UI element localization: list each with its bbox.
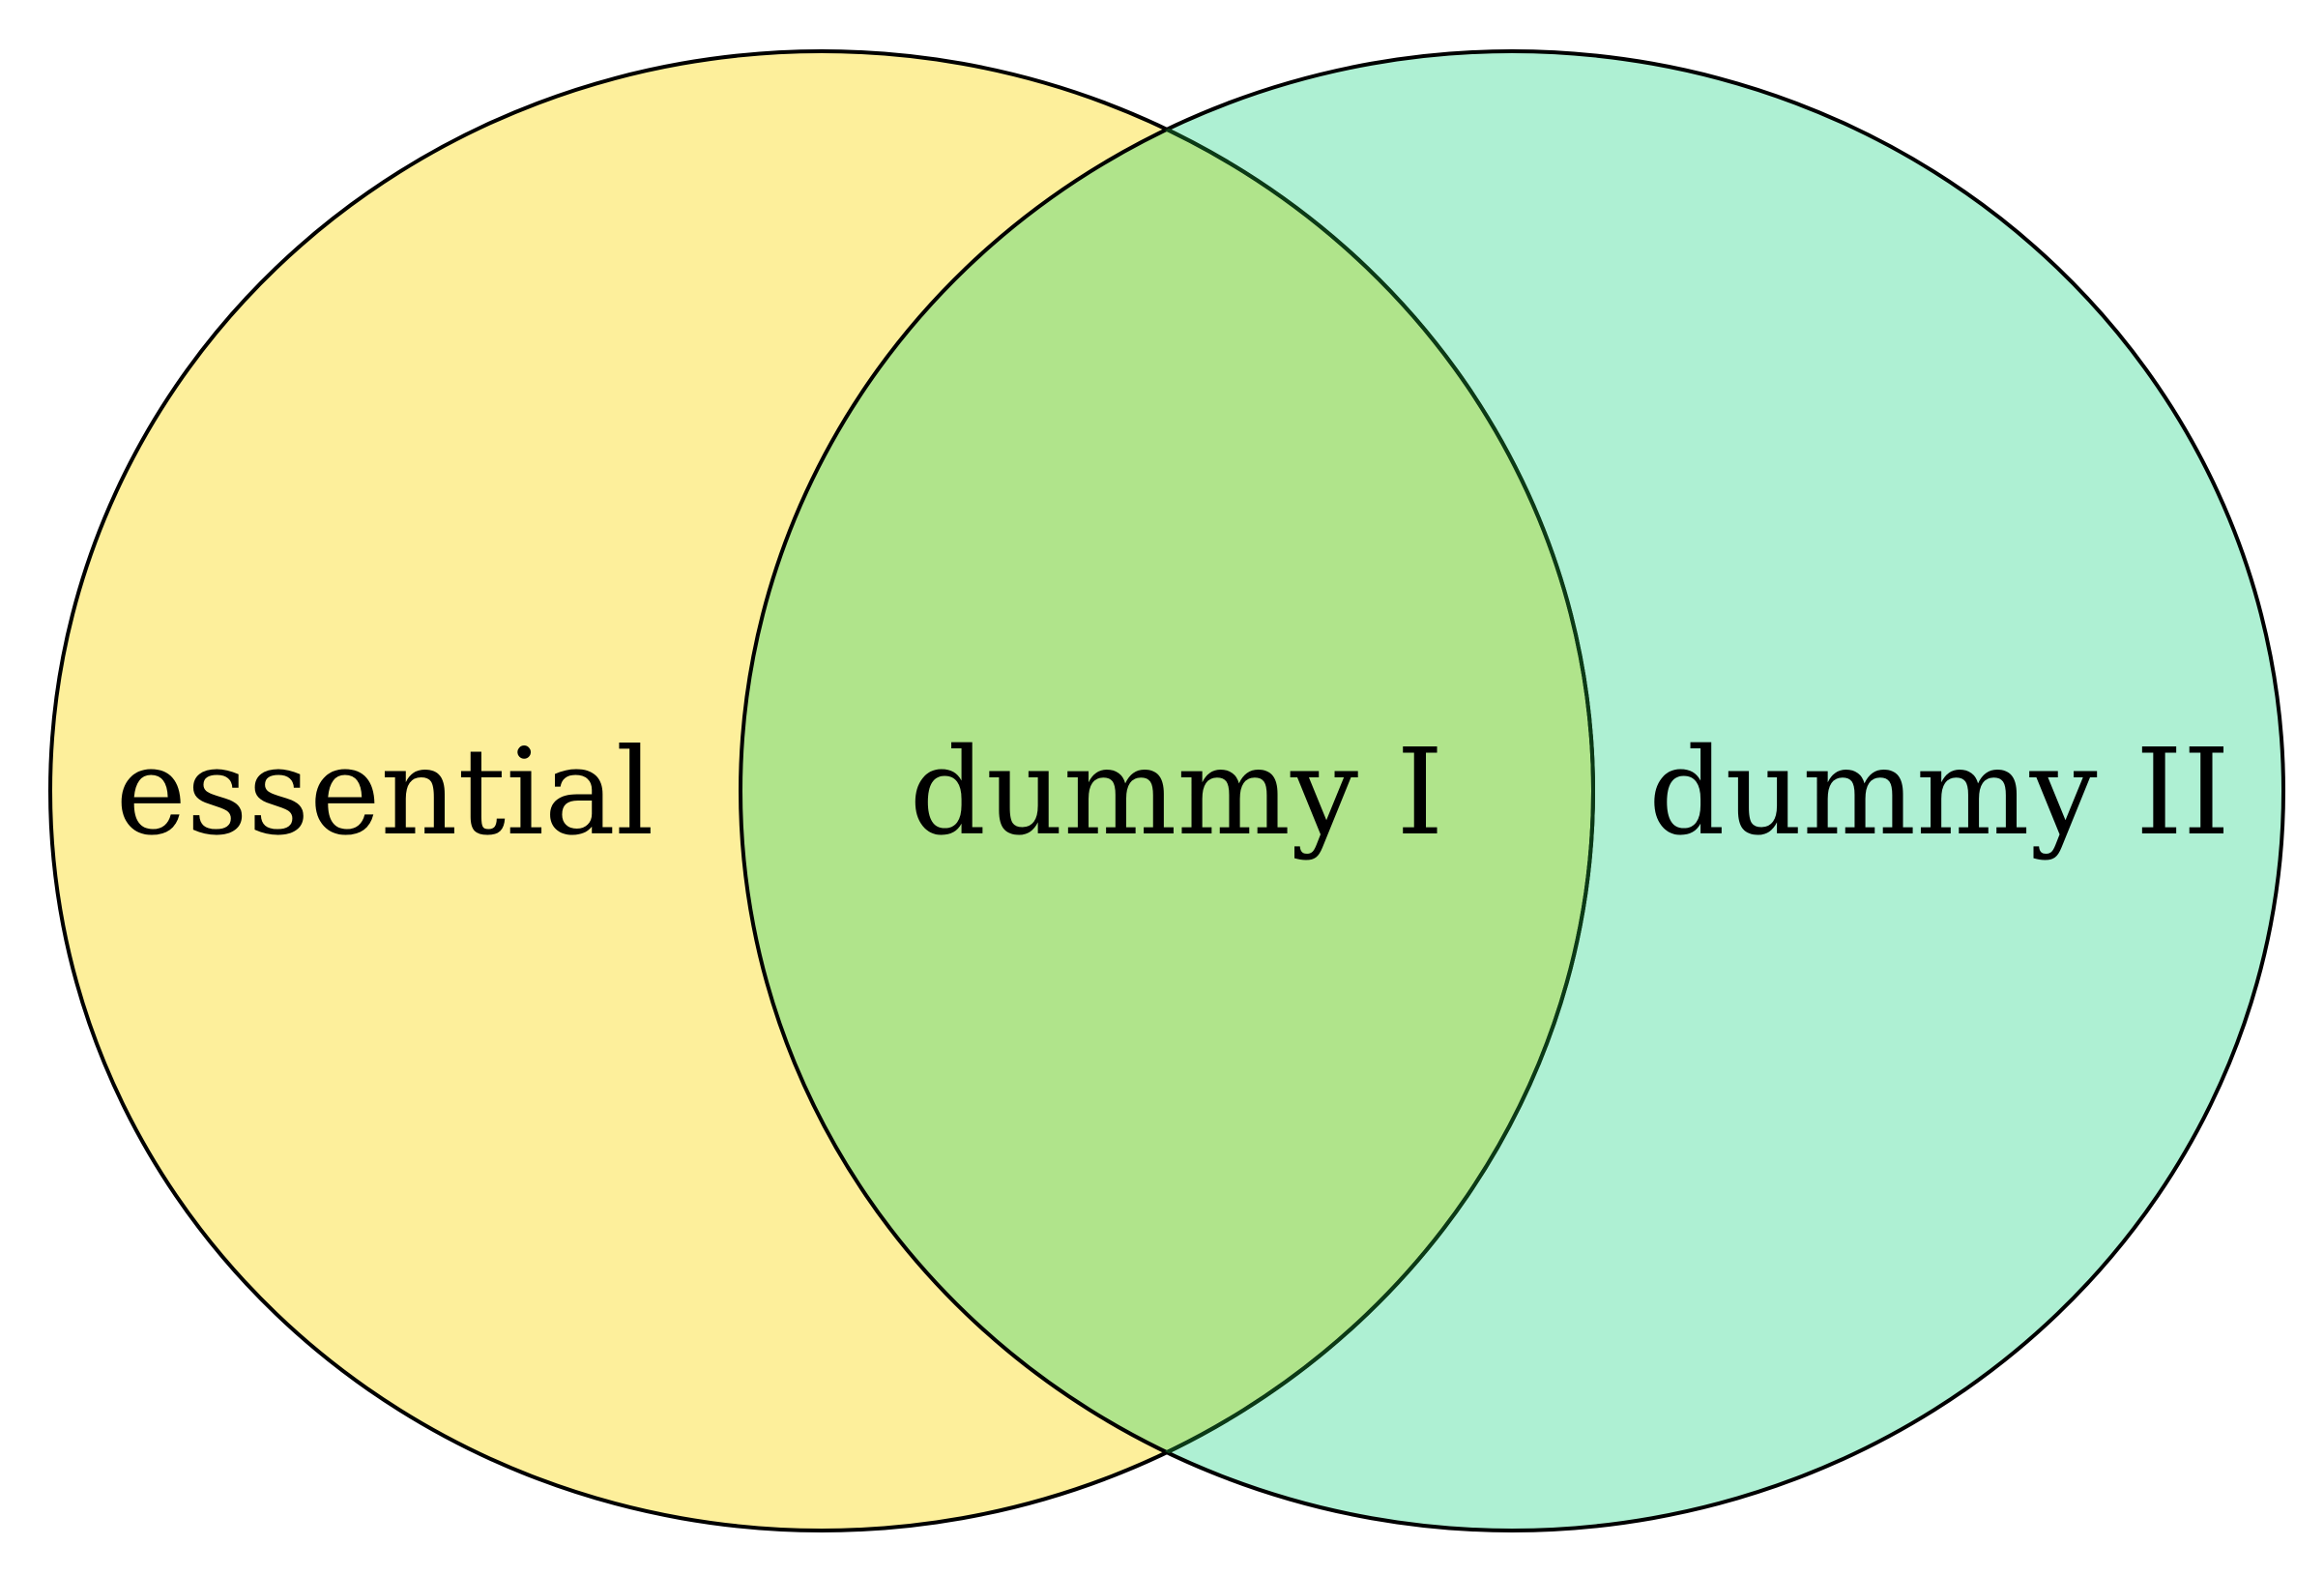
- intersection-dummy-i: [741, 51, 1593, 1531]
- intersection-left-outline: [741, 51, 1595, 1531]
- set-dummy-ii-outline: [739, 49, 2285, 1532]
- label-dummy-ii: dummy II: [1648, 723, 2230, 862]
- label-dummy-i: dummy I: [910, 723, 1444, 862]
- label-essential: essential: [116, 723, 654, 862]
- intersection-region: [741, 51, 1593, 1531]
